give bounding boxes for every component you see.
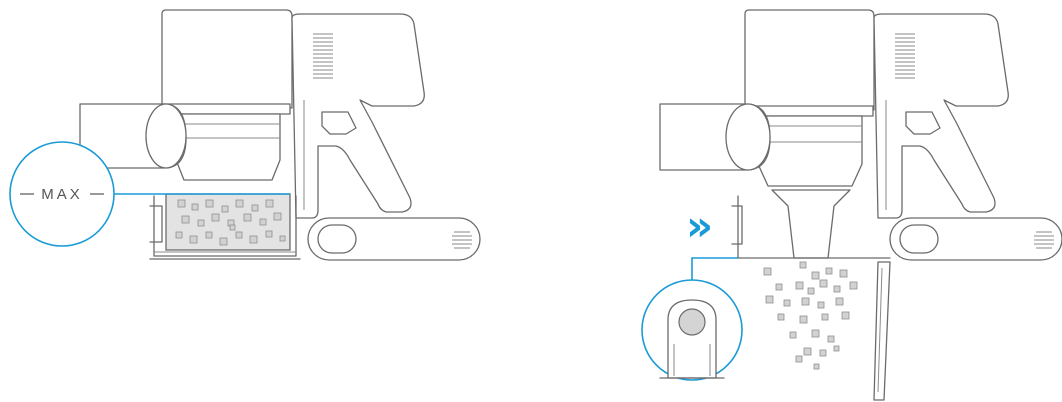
release-button-callout [641, 257, 743, 381]
max-label: MAX [41, 186, 83, 203]
vent-grille-right [895, 33, 915, 79]
vent-grille [313, 33, 333, 79]
release-button-icon [678, 308, 706, 336]
max-level-callout-circle [9, 141, 115, 247]
handle-body [291, 13, 425, 219]
handle-body-right [873, 13, 1009, 219]
falling-dust [763, 261, 858, 370]
left-vacuum-illustration [79, 9, 481, 261]
battery-grille-right [1034, 231, 1054, 249]
bin-lid-open [873, 261, 891, 401]
dust-particles-in-bin [175, 199, 286, 246]
battery-grille [452, 231, 472, 249]
max-level-callout: MAX [9, 141, 290, 247]
double-chevron-right-icon: » [686, 201, 713, 250]
filter-funnel [771, 189, 851, 259]
motor-housing [161, 9, 293, 109]
motor-housing-right [744, 9, 875, 111]
trigger [321, 111, 357, 135]
trigger-right [905, 111, 941, 135]
